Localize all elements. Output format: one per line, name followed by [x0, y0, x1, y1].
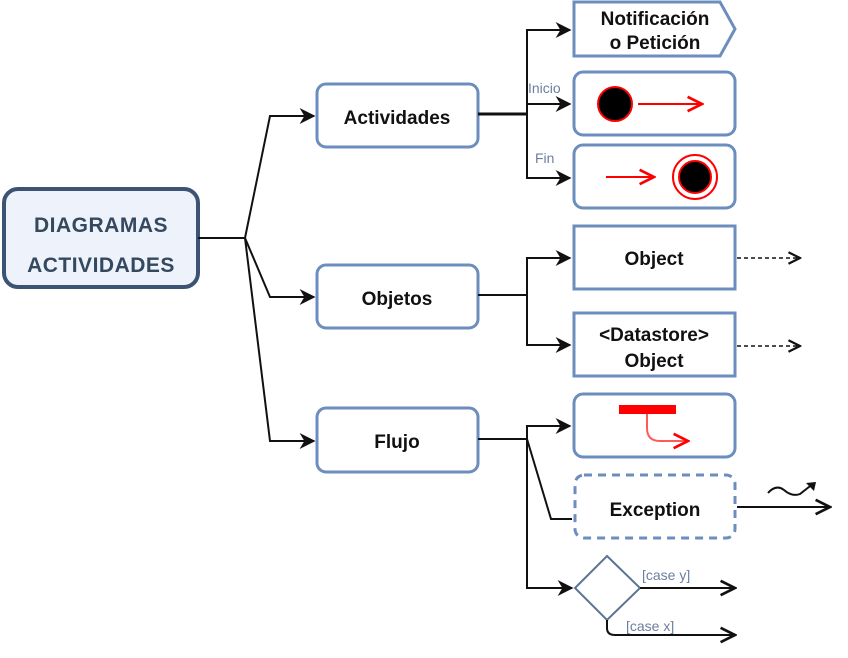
initial-node-icon [597, 86, 702, 122]
final-node-box[interactable] [572, 143, 737, 210]
root-node[interactable]: DIAGRAMAS ACTIVIDADES [2, 187, 200, 289]
objetos-connectors [478, 250, 572, 353]
root-title-line2: ACTIVIDADES [27, 254, 175, 277]
edge-to-exception [526, 438, 572, 520]
label-case-y: [case y] [642, 567, 690, 583]
exception-node[interactable]: Exception [573, 473, 737, 540]
root-connectors [198, 108, 316, 449]
branch-objetos[interactable]: Objetos [315, 263, 480, 330]
flujo-label: Flujo [374, 432, 419, 453]
edge-case-x [606, 620, 735, 635]
initial-node-box[interactable] [572, 70, 737, 137]
interrupt-arrowhead-icon [806, 482, 816, 491]
final-node-icon [606, 154, 718, 200]
edge-to-fork [526, 418, 572, 439]
fork-node-box[interactable] [572, 392, 737, 459]
signal-line1: Notificación [601, 9, 710, 30]
root-title-line1: DIAGRAMAS [34, 214, 168, 237]
edge-to-objetos [244, 237, 316, 305]
exception-label: Exception [610, 500, 701, 521]
edge-to-decision [526, 439, 574, 596]
fork-join-icon [619, 405, 688, 441]
edge-to-signal [526, 22, 572, 114]
actividades-label: Actividades [344, 108, 451, 129]
actividades-connectors [478, 22, 572, 186]
decision-node[interactable] [573, 554, 642, 622]
edge-to-object [526, 250, 572, 295]
edge-label-fin: Fin [535, 150, 554, 166]
object-label: Object [624, 249, 684, 270]
interrupt-zigzag-icon [767, 482, 815, 496]
datastore-node[interactable]: <Datastore> Object [572, 311, 737, 378]
datastore-line1: <Datastore> [599, 325, 709, 346]
send-signal-node[interactable]: Notificación o Petición [572, 0, 737, 58]
decision-branches [606, 588, 735, 635]
objetos-label: Objetos [362, 289, 433, 310]
exception-flow [737, 482, 830, 507]
label-case-x: [case x] [626, 618, 674, 634]
edge-to-flujo [244, 237, 316, 449]
edge-label-inicio: Inicio [528, 80, 561, 96]
edge-to-datastore [526, 295, 572, 353]
signal-line2: o Petición [610, 33, 701, 54]
edge-fin [526, 114, 572, 186]
object-node[interactable]: Object [572, 224, 737, 291]
edge-to-actividades [244, 108, 316, 239]
branch-flujo[interactable]: Flujo [315, 406, 480, 474]
branch-actividades[interactable]: Actividades [315, 82, 480, 149]
datastore-line2: Object [624, 351, 684, 372]
flujo-connectors [478, 418, 574, 596]
